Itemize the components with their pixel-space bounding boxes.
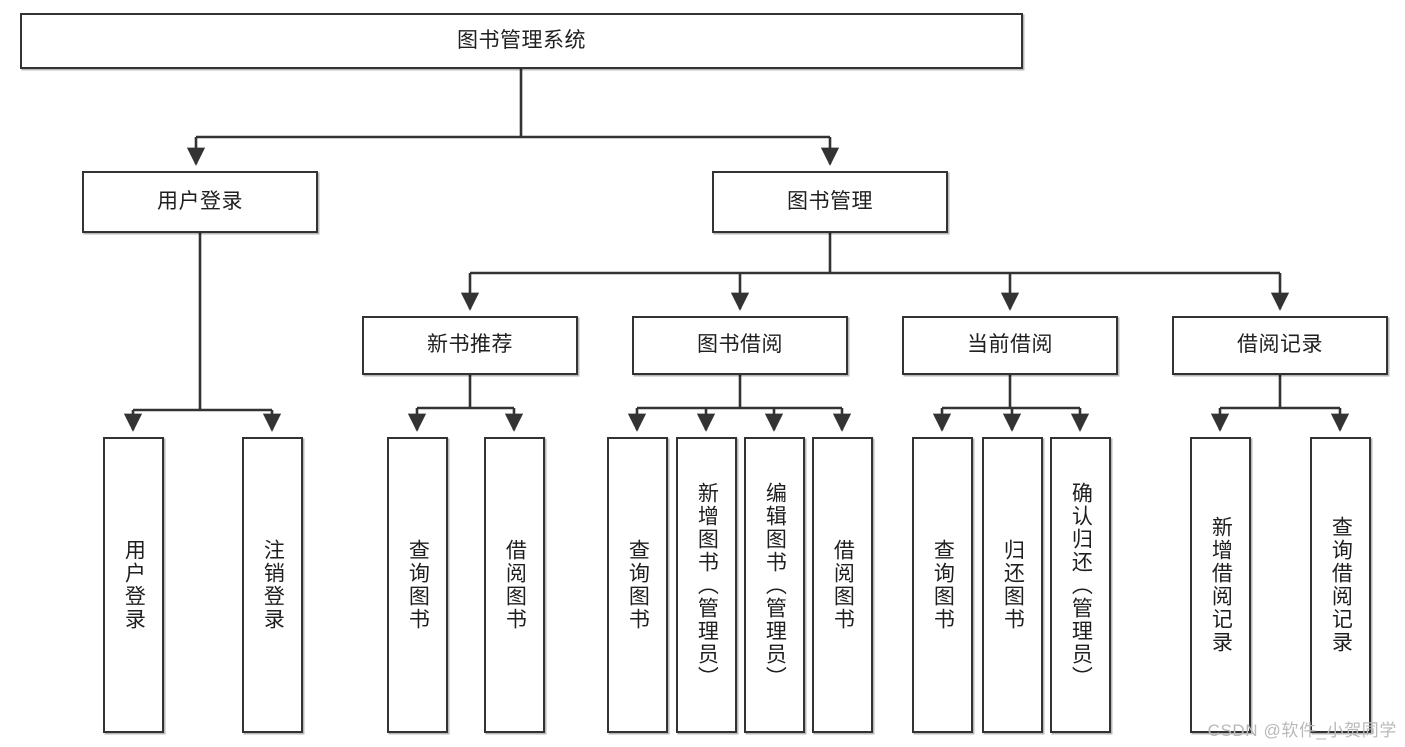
- node-leaf-borrow-book-newbook[interactable]: 借阅图书: [484, 437, 545, 733]
- node-leaf-borrow-book[interactable]: 借阅图书: [812, 437, 873, 733]
- node-leaf-confirm-return-admin[interactable]: 确认归还（管理员）: [1050, 437, 1111, 733]
- node-leaf-user-login[interactable]: 用户登录: [103, 437, 164, 733]
- node-label: 图书管理: [787, 189, 873, 213]
- node-leaf-logout[interactable]: 注销登录: [242, 437, 303, 733]
- node-label: 用户登录: [157, 189, 243, 213]
- node-new-book-recommend[interactable]: 新书推荐: [362, 316, 578, 375]
- node-label: 借阅图书: [831, 539, 855, 631]
- node-label: 注销登录: [261, 539, 285, 631]
- node-leaf-query-book-newbook[interactable]: 查询图书: [387, 437, 448, 733]
- node-current-borrow[interactable]: 当前借阅: [902, 316, 1118, 375]
- node-leaf-add-borrow-record[interactable]: 新增借阅记录: [1190, 437, 1251, 733]
- node-label: 新书推荐: [427, 333, 513, 357]
- node-label: 新增借阅记录: [1209, 516, 1233, 654]
- node-borrow-record[interactable]: 借阅记录: [1172, 316, 1388, 375]
- node-leaf-query-book-borrow[interactable]: 查询图书: [607, 437, 668, 733]
- node-leaf-query-book-current[interactable]: 查询图书: [912, 437, 973, 733]
- node-label: 查询借阅记录: [1329, 516, 1353, 654]
- node-book-management[interactable]: 图书管理: [712, 171, 948, 233]
- node-label: 查询图书: [406, 539, 430, 631]
- csdn-watermark: CSDN @软件_小贺同学: [1207, 721, 1397, 740]
- node-user-login[interactable]: 用户登录: [82, 171, 318, 233]
- node-label: 查询图书: [626, 539, 650, 631]
- node-leaf-return-book[interactable]: 归还图书: [982, 437, 1043, 733]
- node-label: 图书管理系统: [457, 28, 586, 52]
- node-label: 新增图书（管理员）: [695, 481, 719, 689]
- node-label: 确认归还（管理员）: [1069, 481, 1093, 689]
- node-leaf-query-borrow-record[interactable]: 查询借阅记录: [1310, 437, 1371, 733]
- node-book-borrow[interactable]: 图书借阅: [632, 316, 848, 375]
- node-leaf-add-book-admin[interactable]: 新增图书（管理员）: [676, 437, 737, 733]
- node-label: 用户登录: [122, 539, 146, 631]
- node-label: 编辑图书（管理员）: [763, 481, 787, 689]
- node-root-system[interactable]: 图书管理系统: [20, 13, 1023, 69]
- node-label: 借阅记录: [1237, 333, 1323, 357]
- node-leaf-edit-book-admin[interactable]: 编辑图书（管理员）: [744, 437, 805, 733]
- node-label: 归还图书: [1001, 539, 1025, 631]
- node-label: 图书借阅: [697, 333, 783, 357]
- node-label: 查询图书: [931, 539, 955, 631]
- node-label: 当前借阅: [967, 333, 1053, 357]
- node-label: 借阅图书: [503, 539, 527, 631]
